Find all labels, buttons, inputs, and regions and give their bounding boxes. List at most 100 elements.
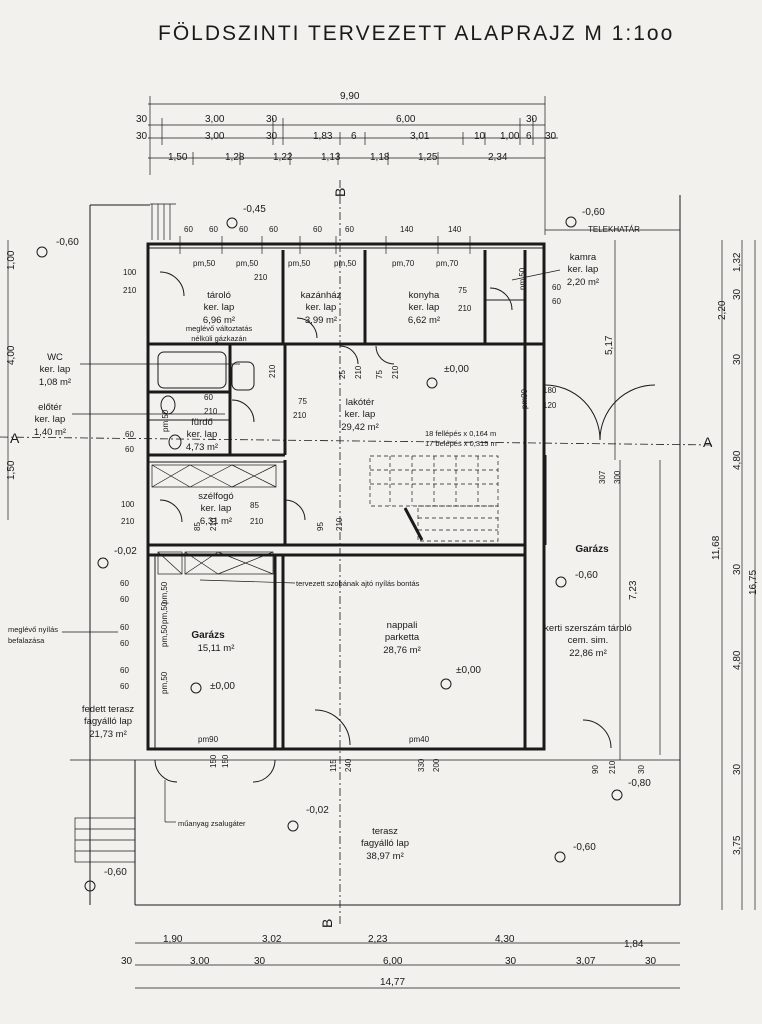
level-salon-zero: ±0,00 [456, 665, 481, 676]
staircase [369, 455, 499, 542]
dim-bottom-2-g: 30 [645, 956, 657, 967]
dim-door: 210 [209, 517, 218, 531]
door-garden-store[interactable] [582, 719, 612, 749]
door-tarolo[interactable] [159, 271, 185, 297]
dim-door: pm,50 [160, 601, 169, 624]
dim-door: 210 [293, 411, 307, 420]
door-szelfogo[interactable] [159, 499, 183, 523]
dim-right-h: 30 [732, 763, 743, 775]
dim-door: 100 [121, 500, 135, 509]
right-dimensions: 1,32 30 2,20 30 4,80 30 4,80 30 3,75 11,… [604, 240, 759, 910]
room-kazanhaz-area: 3,99 m² [305, 315, 337, 326]
door-garage-2[interactable] [599, 384, 656, 441]
shutter-right[interactable] [252, 759, 276, 783]
dim-door: pm,50 [236, 259, 259, 268]
room-tarolo-floor: ker. lap [204, 302, 235, 313]
door-furdo[interactable] [231, 399, 255, 423]
dim-left-a: 1,00 [6, 250, 17, 270]
room-wc-name: WC [47, 352, 63, 363]
dim-bottom-2-d: 6,00 [383, 956, 403, 967]
door-garage-1[interactable] [544, 384, 601, 441]
room-lakoter-area: 29,42 m² [341, 422, 379, 433]
dim-window: 140 [448, 225, 462, 234]
window-markers [179, 236, 471, 254]
section-a-left: A [10, 430, 20, 446]
dim-door: 25 [338, 370, 347, 379]
dim-bottom-2-f: 3,07 [576, 956, 596, 967]
dim-right-outer-a: 11,68 [711, 535, 722, 560]
dim-right-b: 30 [732, 288, 743, 300]
dim-door: 210 [250, 517, 264, 526]
dim-bottom-1-e: 1,84 [624, 939, 644, 950]
dim-door: pm,70 [436, 259, 459, 268]
dim-door: 90 [591, 765, 600, 774]
level-top-060-right: -0,60 [582, 207, 605, 218]
dim-door: pm,50 [193, 259, 216, 268]
level-marker-icon [555, 576, 567, 588]
shutter-left[interactable] [154, 759, 178, 783]
dim-door: 60 [125, 445, 134, 454]
dim-door: 240 [344, 758, 353, 772]
dim-top-4-d: 1,13 [321, 152, 341, 163]
bottom-dimensions: 1,90 3,02 2,23 4,30 1,84 30 3,00 30 6,00… [121, 934, 680, 989]
door-lakoter-2[interactable] [375, 345, 395, 365]
room-szelfogo-area: 6,31 m² [200, 516, 232, 527]
dim-door: 210 [254, 273, 268, 282]
room-terasz-area: 38,97 m² [366, 851, 404, 862]
dim-door: 120 [543, 401, 557, 410]
level-top-045: -0,45 [243, 204, 266, 215]
dim-right-a: 1,32 [732, 252, 743, 272]
room-labels: tároló ker. lap 6,96 m² meglévő változta… [34, 252, 632, 862]
dim-window: 60 [239, 225, 248, 234]
room-konyha-area: 6,62 m² [408, 315, 440, 326]
dim-door: 60 [120, 595, 129, 604]
dim-door: 60 [204, 393, 213, 402]
room-fedett-floor: fagyálló lap [84, 716, 132, 727]
dim-top-3-c: 30 [266, 131, 278, 142]
door-nappali-terrace[interactable] [314, 709, 351, 746]
level-marker-icon [554, 851, 566, 863]
dim-door: 210 [458, 304, 472, 313]
dim-right-d: 30 [732, 353, 743, 365]
dim-bottom-2-b: 3,00 [190, 956, 210, 967]
section-b-top: B [332, 188, 348, 197]
dim-top-2-c: 30 [266, 114, 278, 125]
bricked-note-1: meglévő nyílás [8, 625, 58, 634]
dim-left-b: 4,00 [6, 345, 17, 365]
level-marker-icon [440, 678, 452, 690]
dim-door: 300 [613, 470, 622, 484]
room-furdo-area: 4,73 m² [186, 442, 218, 453]
level-terrace-002: -0,02 [306, 805, 329, 816]
dim-door: 210 [268, 364, 277, 378]
top-dimension-chains: 9,90 30 3,00 30 6,00 30 30 3,00 30 1,83 … [136, 91, 558, 235]
room-fedett-name: fedett terasz [82, 704, 135, 715]
dim-door: 100 [123, 268, 137, 277]
room-kazanhaz-name: kazánház [301, 290, 342, 301]
dim-door: 75 [298, 397, 307, 406]
door-entrance[interactable] [284, 499, 306, 521]
door-kazanhaz[interactable] [296, 317, 318, 339]
dim-door: 60 [120, 579, 129, 588]
door-lakoter-1[interactable] [339, 345, 359, 365]
dim-right-f: 30 [732, 563, 743, 575]
dim-top-2-e: 30 [526, 114, 538, 125]
dim-right-outer-b: 16,75 [748, 570, 759, 595]
door-swings [154, 271, 656, 783]
dim-top-3-i: 6 [526, 131, 532, 142]
dim-window: 60 [313, 225, 322, 234]
dim-bottom-total: 14,77 [380, 977, 405, 988]
dim-total-width: 9,90 [340, 91, 360, 102]
level-garage-right: -0,60 [575, 570, 598, 581]
dim-right-mid-b: 7,23 [628, 580, 639, 600]
room-kamra-name: kamra [570, 252, 597, 263]
dim-window: 60 [209, 225, 218, 234]
stair-tread-label: 17 belépés x 0,315 m [425, 439, 497, 448]
toilet2-icon [168, 434, 182, 450]
dim-door: 85 [193, 522, 202, 531]
dim-door: 60 [120, 682, 129, 691]
dim-bottom-1-a: 1,90 [163, 934, 183, 945]
site-outline [70, 195, 681, 906]
building-walls [146, 242, 547, 751]
door-kamra[interactable] [489, 287, 513, 311]
bathroom-fixtures [157, 351, 255, 450]
